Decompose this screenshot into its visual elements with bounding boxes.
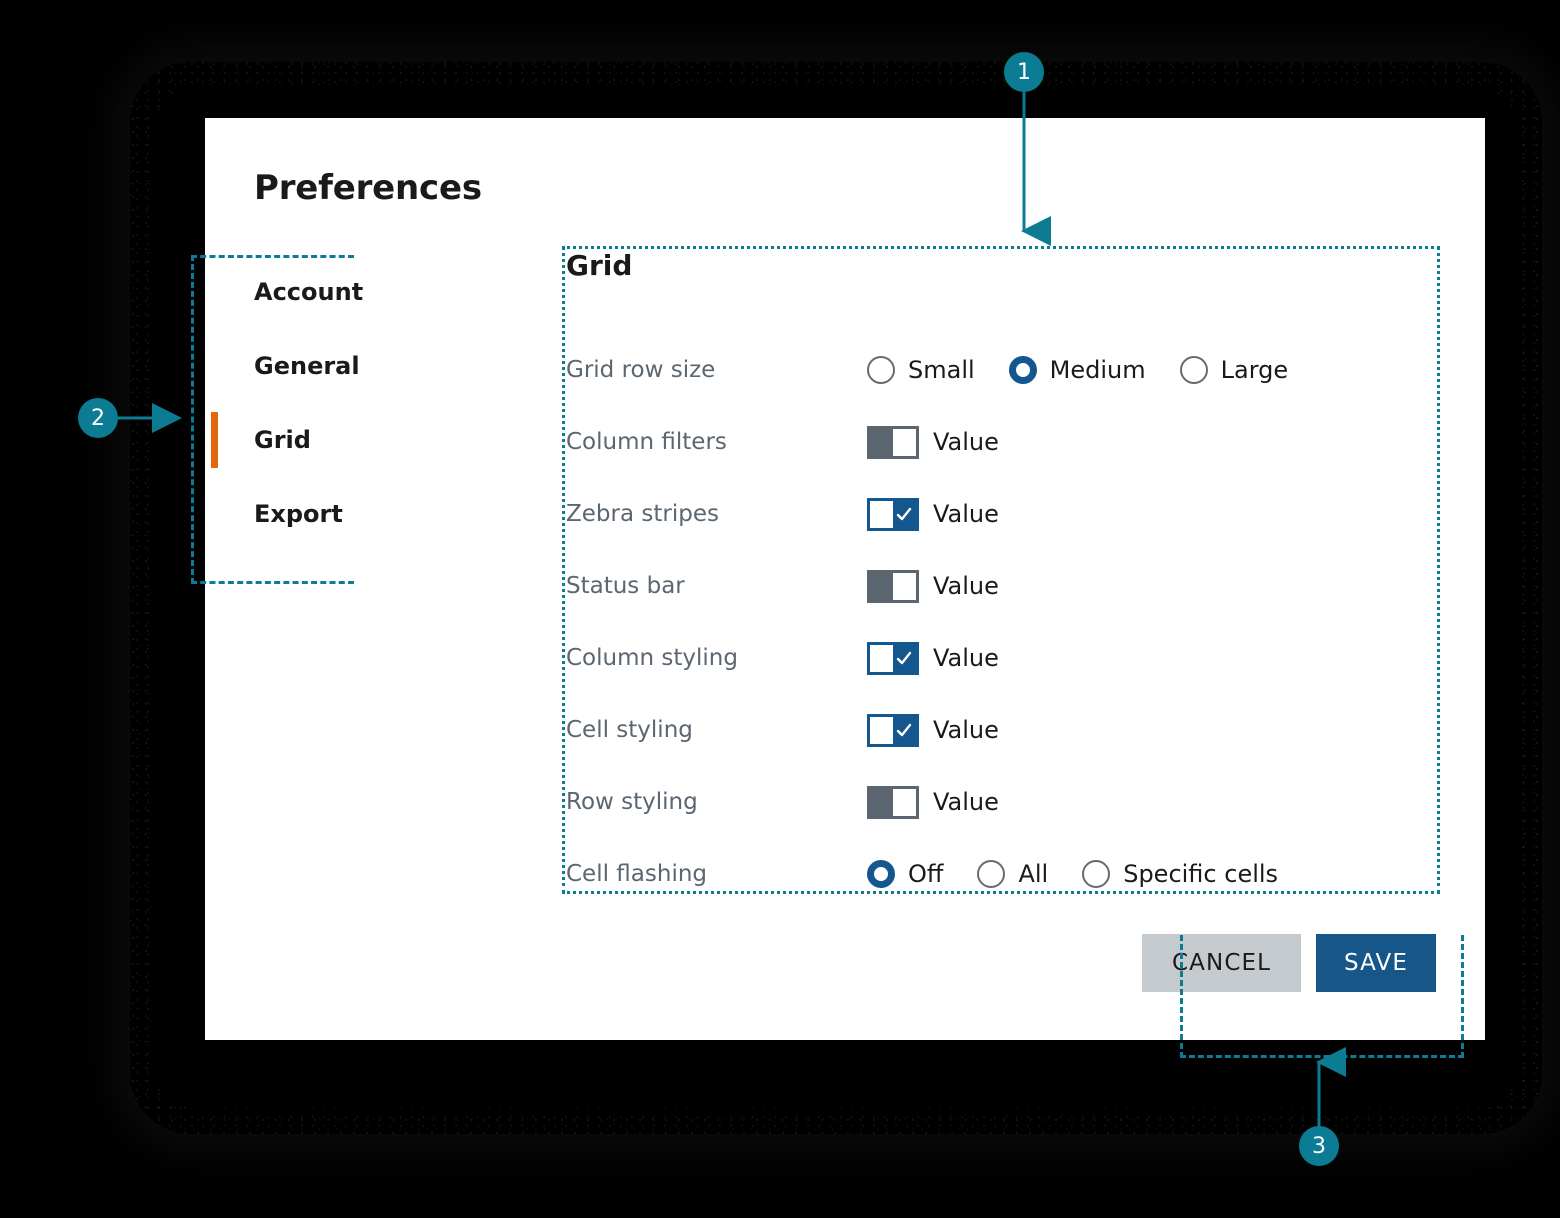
setting-row-cell-styling: Cell styling Value (562, 694, 1440, 766)
save-button[interactable]: SAVE (1316, 934, 1436, 992)
check-icon (896, 651, 912, 664)
radio-icon (977, 860, 1006, 888)
setting-row-column-filters: Column filters Value (562, 406, 1440, 478)
setting-label: Row styling (566, 789, 698, 815)
radio-label: All (1018, 860, 1049, 888)
page-title: Preferences (254, 168, 482, 208)
settings-rows: Grid row size Small Medium Large (562, 334, 1440, 910)
sidebar-item-export[interactable]: Export (205, 477, 555, 551)
radio-selected-icon (1008, 356, 1037, 384)
radio-label: Specific cells (1123, 860, 1279, 888)
annotation-marker-3: 3 (1299, 1126, 1339, 1166)
toggle-thumb (870, 428, 893, 456)
radio-label: Small (908, 356, 975, 384)
toggle-value-label: Value (933, 572, 999, 600)
toggle-value-label: Value (933, 788, 999, 816)
toggle-value-label: Value (933, 716, 999, 744)
active-indicator-bar (211, 412, 218, 468)
check-icon (896, 507, 912, 520)
toggle-value-label: Value (933, 500, 999, 528)
setting-row-zebra-stripes: Zebra stripes Value (562, 478, 1440, 550)
grid-row-size-radio-group: Small Medium Large (867, 356, 1288, 384)
radio-option-medium[interactable]: Medium (1008, 356, 1146, 384)
cell-flashing-radio-group: Off All Specific cells (867, 860, 1278, 888)
radio-option-small[interactable]: Small (867, 356, 975, 384)
toggle-column-styling[interactable] (867, 641, 919, 675)
radio-option-large[interactable]: Large (1179, 356, 1289, 384)
setting-label: Column filters (566, 429, 727, 455)
sidebar-item-label: Grid (254, 426, 311, 454)
setting-label: Zebra stripes (566, 501, 719, 527)
check-icon (896, 723, 912, 736)
radio-icon (1179, 356, 1208, 384)
toggle-thumb (870, 788, 893, 816)
toggle-status-bar[interactable] (867, 569, 919, 603)
cancel-button[interactable]: CANCEL (1142, 934, 1302, 992)
sidebar-item-label: Account (254, 278, 364, 306)
sidebar-item-account[interactable]: Account (205, 255, 555, 329)
radio-icon (1082, 860, 1111, 888)
toggle-row-styling[interactable] (867, 785, 919, 819)
preferences-dialog: Preferences Account General Grid Export … (205, 118, 1485, 1040)
toggle-zebra-stripes[interactable] (867, 497, 919, 531)
setting-label: Column styling (566, 645, 738, 671)
sidebar-item-general[interactable]: General (205, 329, 555, 403)
radio-option-off[interactable]: Off (867, 860, 943, 888)
sidebar-item-label: Export (254, 500, 343, 528)
setting-row-grid-row-size: Grid row size Small Medium Large (562, 334, 1440, 406)
setting-label: Cell flashing (566, 861, 708, 887)
toggle-column-filters[interactable] (867, 425, 919, 459)
settings-sidebar: Account General Grid Export (205, 255, 555, 551)
sidebar-item-label: General (254, 352, 360, 380)
setting-label: Status bar (566, 573, 685, 599)
radio-selected-icon (867, 860, 895, 888)
annotation-marker-2: 2 (78, 398, 118, 438)
toggle-cell-styling[interactable] (867, 713, 919, 747)
radio-label: Large (1220, 356, 1289, 384)
setting-row-row-styling: Row styling Value (562, 766, 1440, 838)
setting-label: Grid row size (566, 357, 716, 383)
radio-icon (867, 356, 895, 384)
setting-row-cell-flashing: Cell flashing Off All Specific cells (562, 838, 1440, 910)
toggle-value-label: Value (933, 428, 999, 456)
dialog-footer: CANCEL SAVE (1142, 934, 1436, 992)
radio-option-all[interactable]: All (977, 860, 1048, 888)
radio-label: Off (908, 860, 944, 888)
setting-row-column-styling: Column styling Value (562, 622, 1440, 694)
section-heading: Grid (566, 249, 633, 282)
sidebar-item-grid[interactable]: Grid (205, 403, 555, 477)
setting-row-status-bar: Status bar Value (562, 550, 1440, 622)
setting-label: Cell styling (566, 717, 693, 743)
grid-settings-panel: Grid Grid row size Small Medium (562, 246, 1440, 910)
radio-label: Medium (1049, 356, 1146, 384)
annotation-marker-1: 1 (1004, 52, 1044, 92)
radio-option-specific-cells[interactable]: Specific cells (1082, 860, 1278, 888)
toggle-value-label: Value (933, 644, 999, 672)
toggle-thumb (870, 572, 893, 600)
